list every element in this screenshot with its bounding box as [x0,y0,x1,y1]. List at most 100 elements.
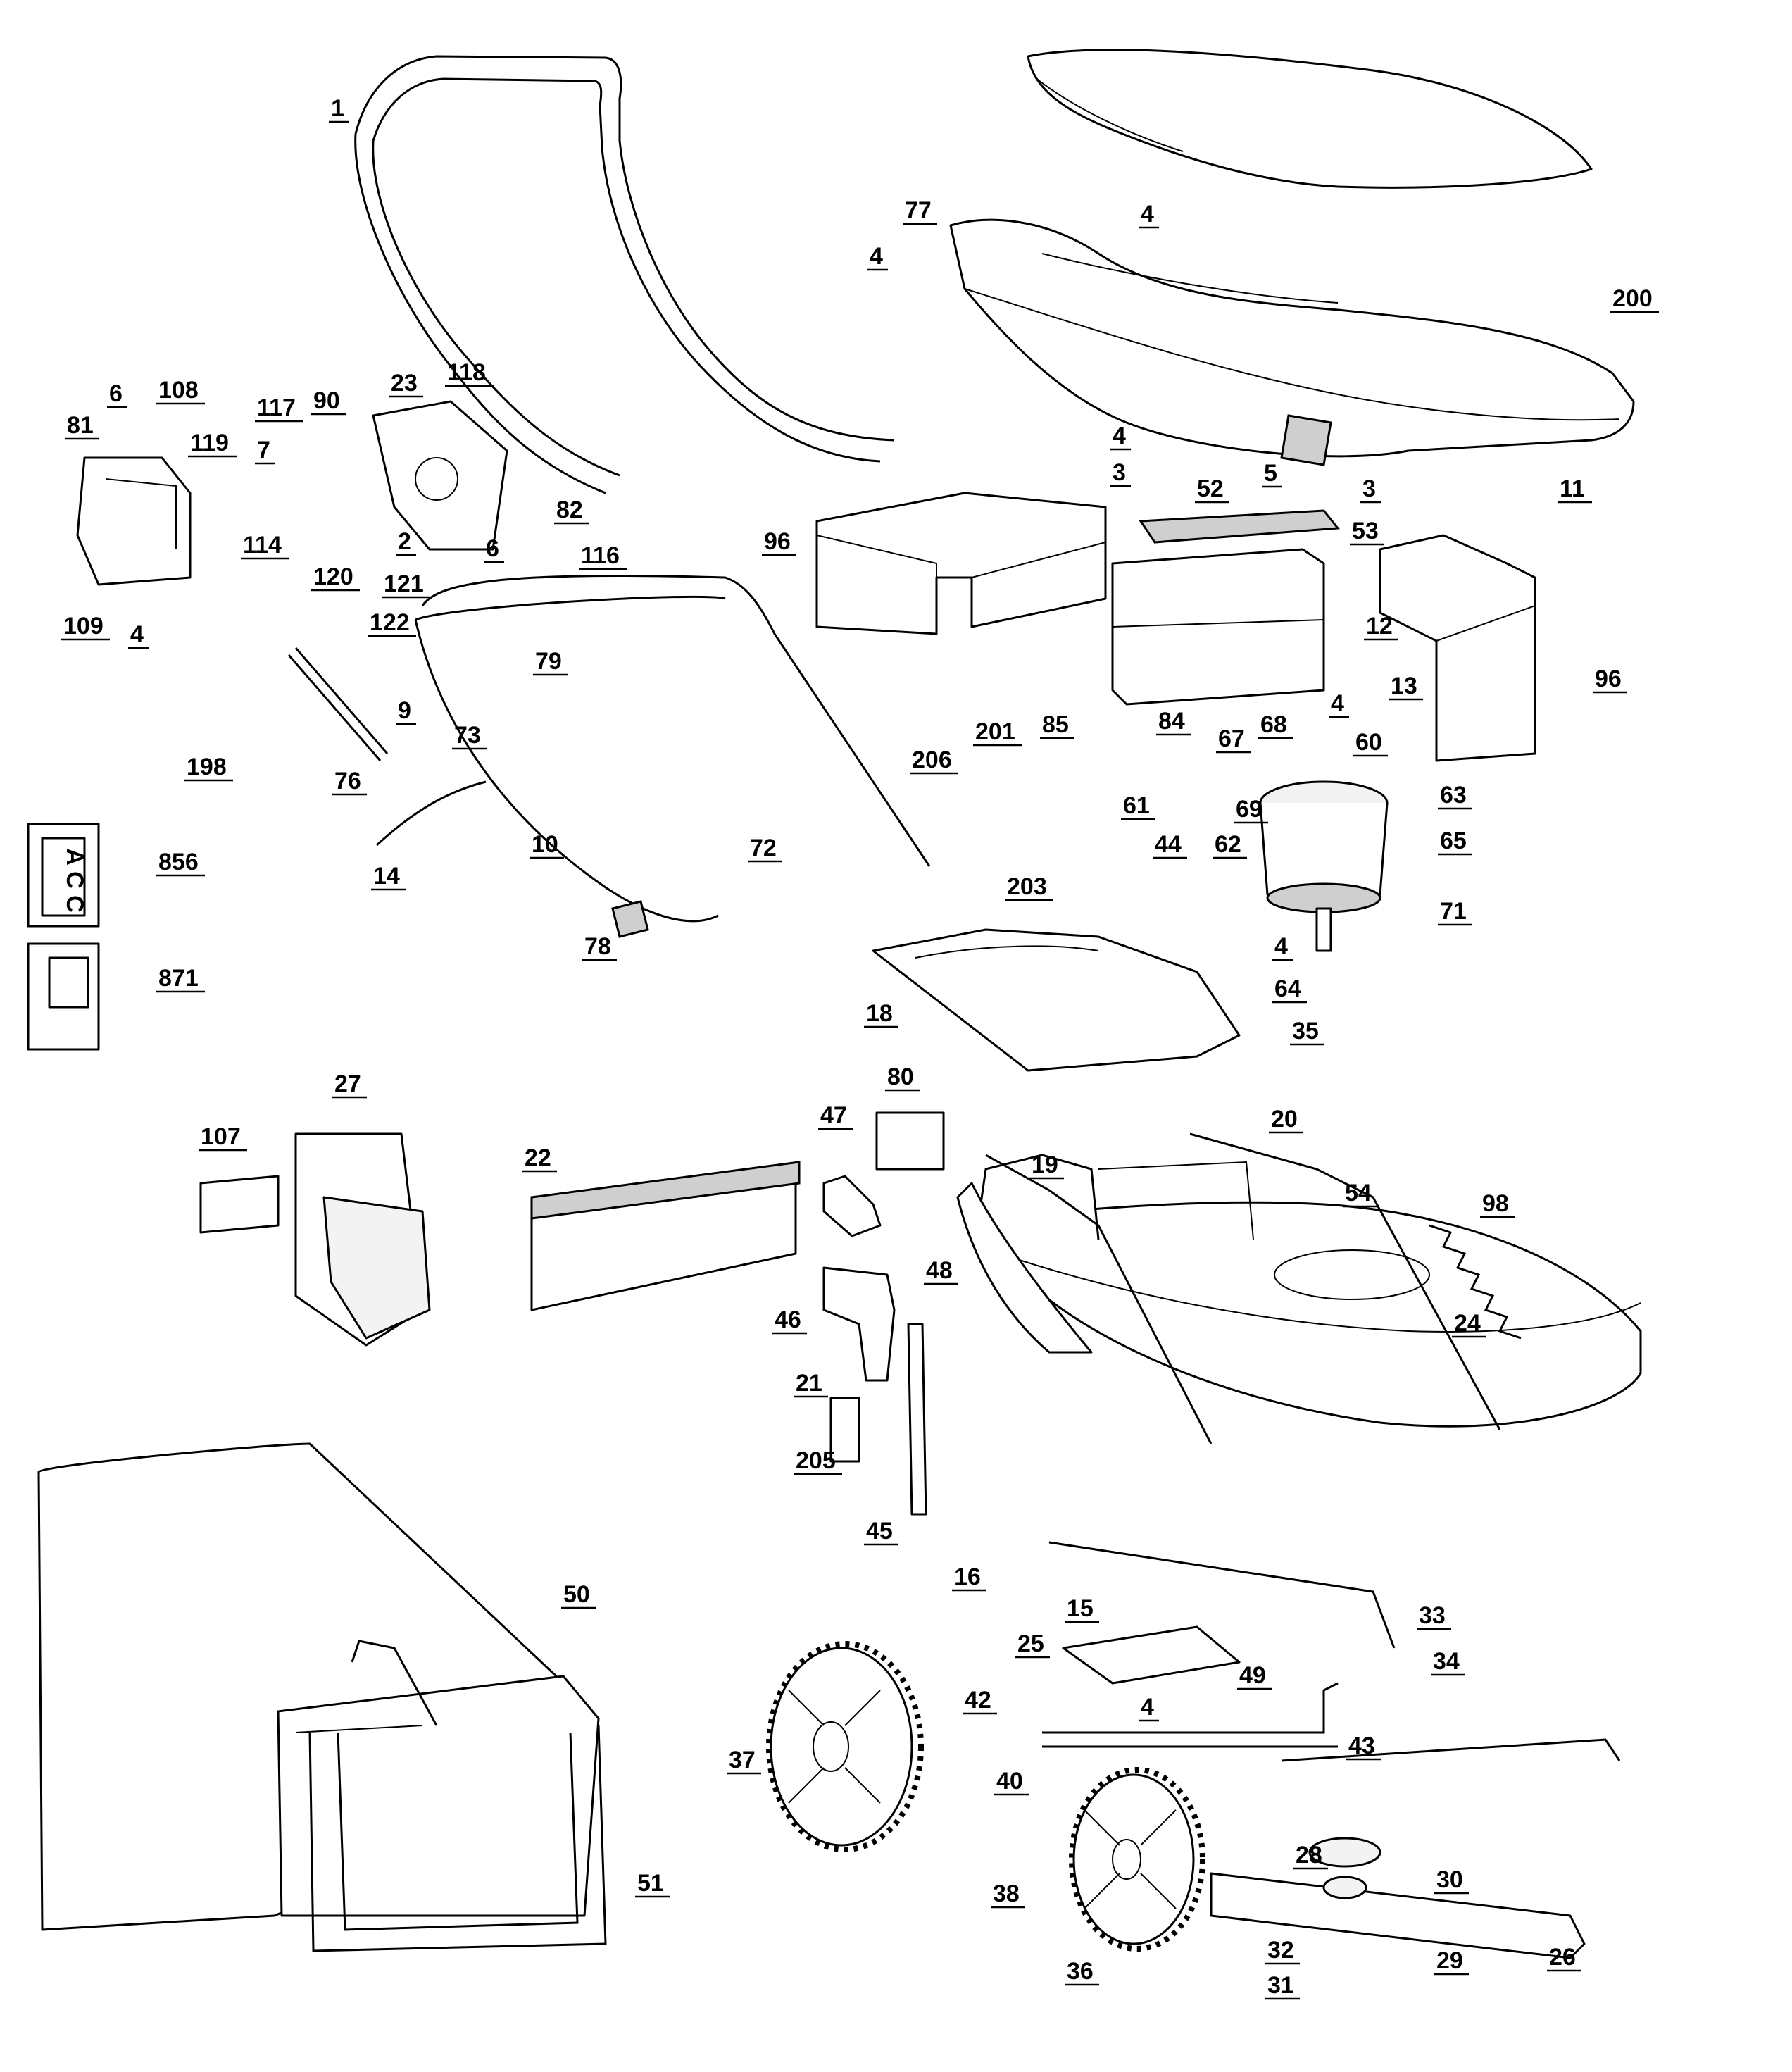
callout-16: 16 [954,1564,981,1590]
callout-69: 69 [1236,796,1262,823]
label-80 [875,1111,945,1171]
front-wheel [1069,1767,1205,1952]
switch-box-base [372,400,508,551]
callout-108: 108 [158,377,199,404]
callout-201: 201 [975,718,1015,745]
callout-36: 36 [1067,1958,1094,1985]
charger [27,942,100,1051]
callout-109: 109 [63,613,104,639]
callout-73: 73 [454,722,481,749]
callout-82: 82 [556,497,583,523]
callout-4: 4 [1113,423,1126,449]
callout-15: 15 [1067,1595,1094,1622]
callout-1: 1 [331,95,344,122]
callout-9: 9 [398,697,411,724]
rear-axle [1042,1682,1339,1748]
callout-107: 107 [201,1123,241,1150]
height-link-bar [1048,1541,1396,1649]
callout-5: 5 [1264,460,1277,487]
callout-4: 4 [130,621,144,648]
callout-4: 4 [870,243,883,270]
callout-54: 54 [1345,1180,1372,1206]
callout-32: 32 [1267,1937,1294,1964]
callout-119: 119 [190,430,229,456]
callout-3: 3 [1362,475,1376,502]
callout-14: 14 [373,863,400,890]
callout-203: 203 [1007,873,1047,900]
callout-118: 118 [447,359,486,386]
callout-31: 31 [1267,1972,1294,1999]
callout-205: 205 [796,1447,836,1474]
callout-98: 98 [1482,1190,1509,1217]
callout-2: 2 [398,528,411,555]
side-deflector [530,1161,801,1311]
callout-27: 27 [334,1071,361,1097]
callout-856: 856 [158,849,199,875]
callout-21: 21 [796,1370,822,1397]
callout-26: 26 [1549,1944,1576,1971]
callout-60: 60 [1355,729,1382,756]
callout-20: 20 [1271,1106,1298,1132]
callout-37: 37 [729,1747,756,1773]
spring [1429,1224,1522,1340]
callout-200: 200 [1612,285,1653,312]
height-adjust-lever [822,1175,927,1516]
mulch-plug [294,1132,431,1347]
callout-76: 76 [334,768,361,794]
callout-96: 96 [1595,666,1622,692]
callout-72: 72 [750,835,777,861]
callout-6: 6 [486,535,499,562]
callout-44: 44 [1155,831,1182,858]
callout-22: 22 [525,1144,551,1171]
callout-81: 81 [67,412,94,439]
battery-pack [1111,509,1340,706]
label-107 [199,1175,280,1234]
callout-50: 50 [563,1581,590,1608]
callout-85: 85 [1042,711,1069,738]
bolt-knob [611,900,649,938]
front-axle [1281,1738,1621,1762]
callout-78: 78 [584,933,611,960]
callout-90: 90 [313,387,340,414]
callout-6: 6 [109,380,123,407]
callout-12: 12 [1366,613,1393,639]
callout-4: 4 [1141,201,1154,227]
callout-49: 49 [1239,1662,1266,1689]
callout-45: 45 [866,1518,893,1544]
rear-flap-cover [872,928,1241,1072]
callout-64: 64 [1274,975,1301,1002]
motor-hood [1027,49,1593,189]
label-205 [829,1397,860,1463]
callout-18: 18 [866,1000,893,1027]
callout-48: 48 [926,1257,953,1284]
foam-block-right [1379,534,1536,762]
callout-42: 42 [965,1687,991,1714]
callout-4: 4 [1274,933,1288,960]
callout-96: 96 [764,528,791,555]
callout-24: 24 [1454,1310,1481,1337]
callout-71: 71 [1440,898,1467,925]
callout-47: 47 [820,1102,847,1129]
callout-40: 40 [996,1768,1023,1795]
callout-23: 23 [391,370,418,397]
cable [375,780,487,847]
callout-28: 28 [1296,1842,1322,1868]
callout-4: 4 [1331,690,1344,717]
callout-871: 871 [158,965,199,992]
callout-11: 11 [1560,475,1585,502]
callout-34: 34 [1433,1648,1460,1675]
callout-116: 116 [581,542,620,569]
callout-35: 35 [1292,1018,1319,1044]
callout-198: 198 [187,754,227,780]
deck-plate [1062,1625,1241,1685]
callout-46: 46 [775,1306,801,1333]
rear-flap [956,1182,1093,1354]
callout-114: 114 [243,532,282,558]
callout-68: 68 [1260,711,1287,738]
callout-84: 84 [1158,708,1185,735]
rear-frame [985,1132,1501,1444]
callout-65: 65 [1440,828,1467,854]
callout-29: 29 [1436,1947,1463,1974]
callout-30: 30 [1436,1866,1463,1893]
rod [287,647,389,761]
